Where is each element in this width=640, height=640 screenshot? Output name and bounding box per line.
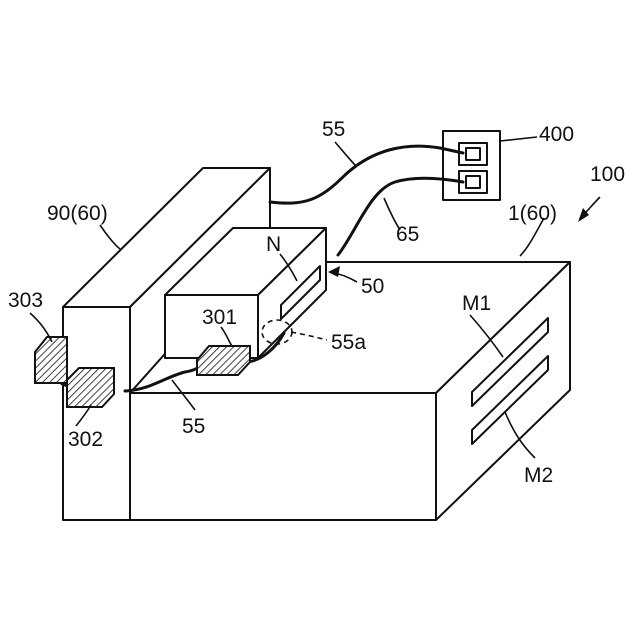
sensor-302 [67, 368, 114, 407]
label-1-60: 1(60) [508, 202, 557, 225]
label-55-upper: 55 [322, 118, 345, 141]
leader-400 [500, 137, 537, 141]
label-302: 302 [68, 428, 103, 451]
sensor-301 [197, 346, 250, 375]
leader-55-upper [335, 142, 356, 166]
label-301: 301 [202, 306, 237, 329]
label-m1: M1 [462, 292, 491, 315]
sensor-303 [35, 337, 67, 383]
label-65: 65 [396, 223, 419, 246]
label-m2: M2 [524, 464, 553, 487]
label-400: 400 [539, 123, 574, 146]
label-n: N [266, 233, 281, 256]
cable-55-upper [270, 146, 463, 203]
label-50: 50 [361, 275, 384, 298]
label-303: 303 [8, 289, 43, 312]
outlet-400 [443, 131, 500, 200]
label-55-front: 55 [182, 415, 205, 438]
leader-90 [100, 225, 120, 249]
label-100: 100 [590, 163, 625, 186]
label-90-60: 90(60) [47, 202, 108, 225]
label-55a: 55a [331, 331, 366, 354]
